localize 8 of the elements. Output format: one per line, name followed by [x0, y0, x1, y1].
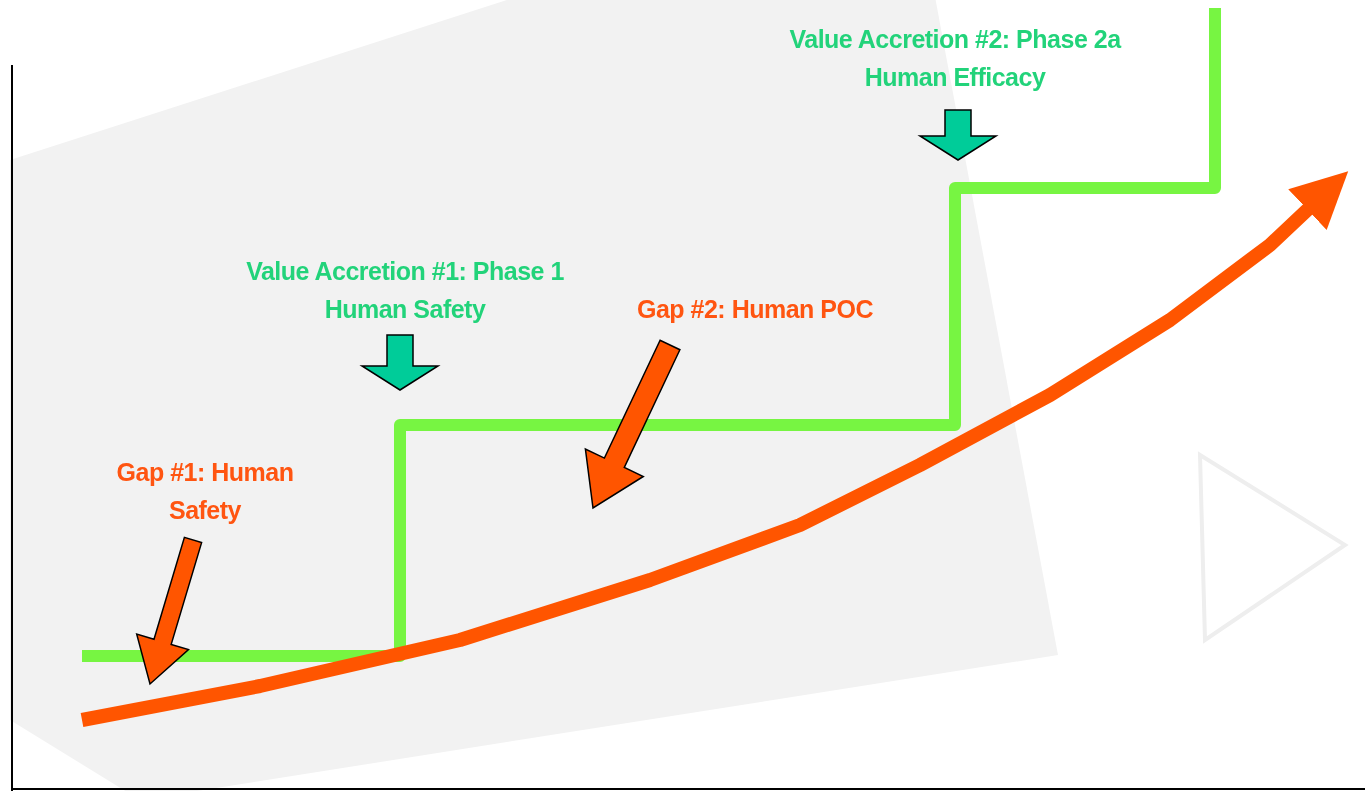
annotation-text: Value Accretion #1: Phase 1 Human Safety: [215, 252, 595, 328]
arrow: [917, 109, 999, 161]
annotation-text: Gap #1: Human Safety: [95, 453, 315, 529]
arrow: [584, 339, 681, 510]
arrow: [359, 334, 441, 391]
annotation-text: Gap #2: Human POC: [605, 290, 905, 328]
arrow: [135, 536, 203, 686]
annotation-text: Value Accretion #2: Phase 2a Human Efficacy: [770, 20, 1140, 96]
